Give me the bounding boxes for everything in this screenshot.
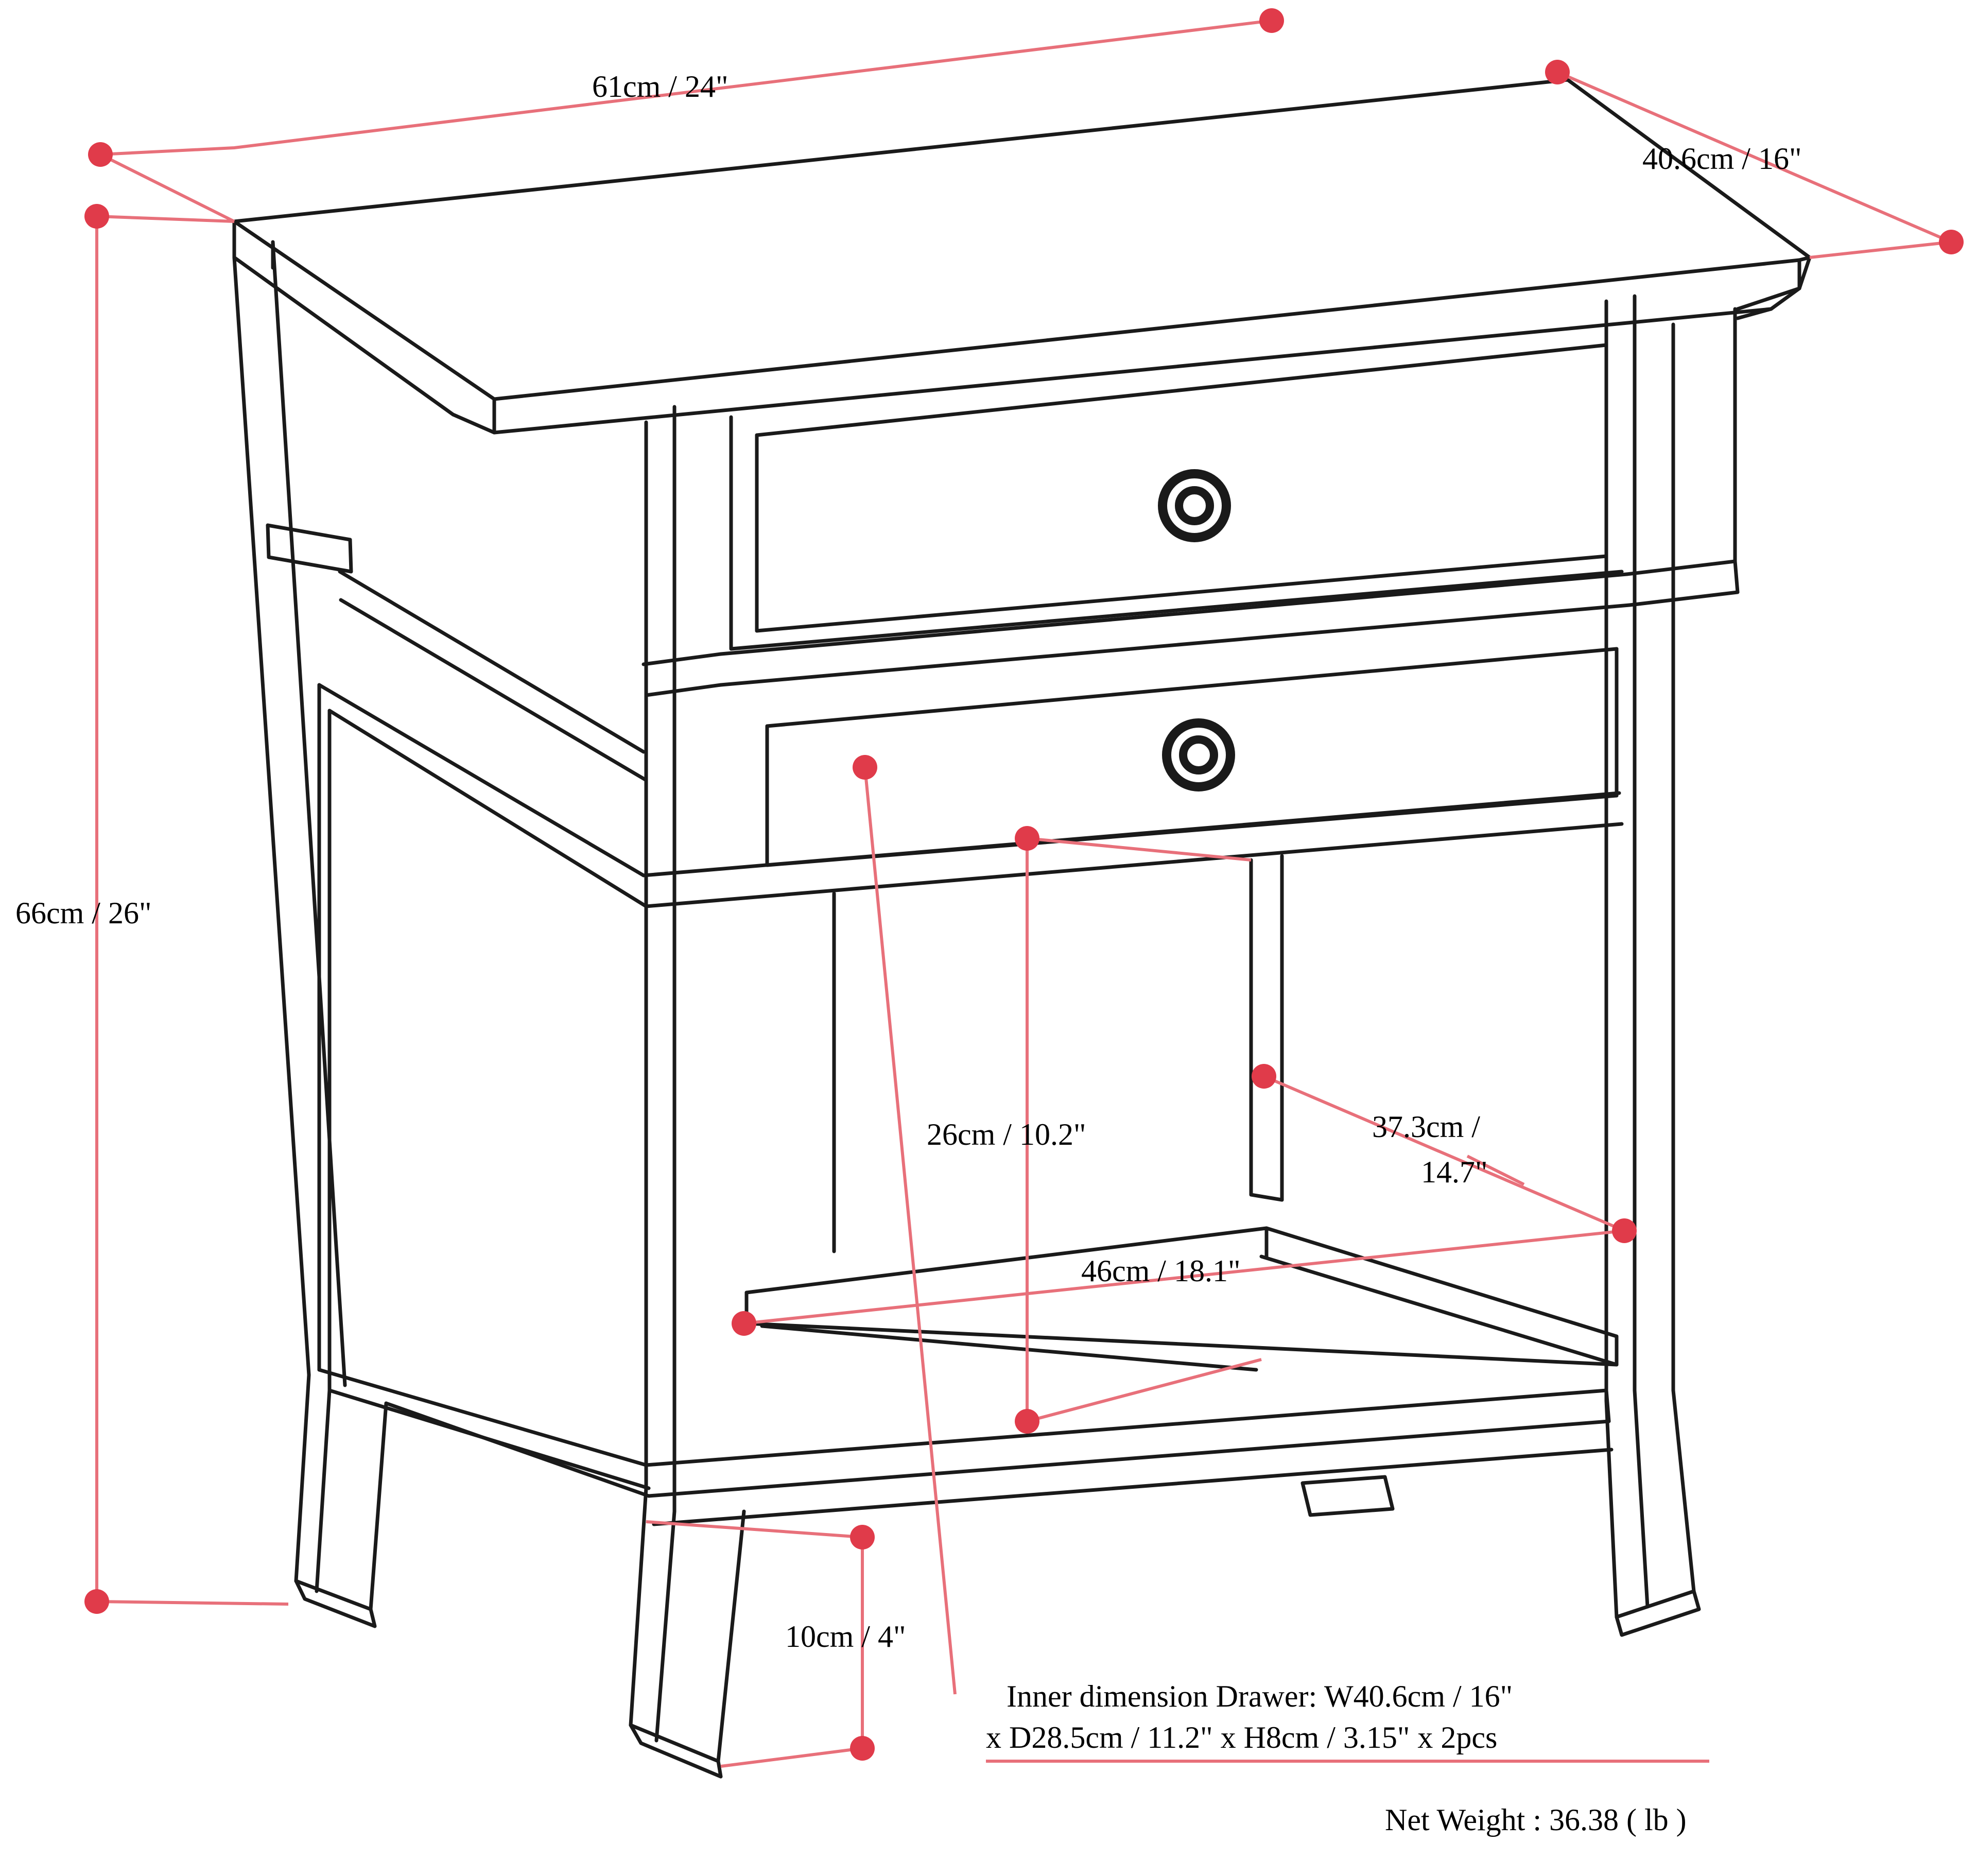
- dimension-label-shelf-depth-line1: 37.3cm /: [1372, 1110, 1480, 1144]
- dimension-label-leg-height: 10cm / 4": [785, 1620, 906, 1654]
- inner-dimension-note-line2: x D28.5cm / 11.2" x H8cm / 3.15" x 2pcs: [986, 1720, 1498, 1754]
- dimension-label-shelf-width: 46cm / 18.1": [1081, 1254, 1241, 1288]
- drawer-knob-lower: [1162, 718, 1235, 791]
- net-weight-label: Net Weight : 36.38 ( lb ): [1385, 1803, 1687, 1837]
- dimension-label-depth-top: 40.6cm / 16": [1642, 142, 1802, 176]
- inner-dimension-note-line1: Inner dimension Drawer: W40.6cm / 16": [1007, 1679, 1513, 1713]
- dimension-label-shelf-opening-height: 26cm / 10.2": [927, 1117, 1086, 1151]
- drawer-knob-upper: [1158, 469, 1231, 542]
- dimension-label-overall-height: 66cm / 26": [15, 896, 152, 930]
- dimension-label-width-top: 61cm / 24": [592, 70, 729, 104]
- dimension-label-shelf-depth-line2: 14.7": [1421, 1155, 1488, 1189]
